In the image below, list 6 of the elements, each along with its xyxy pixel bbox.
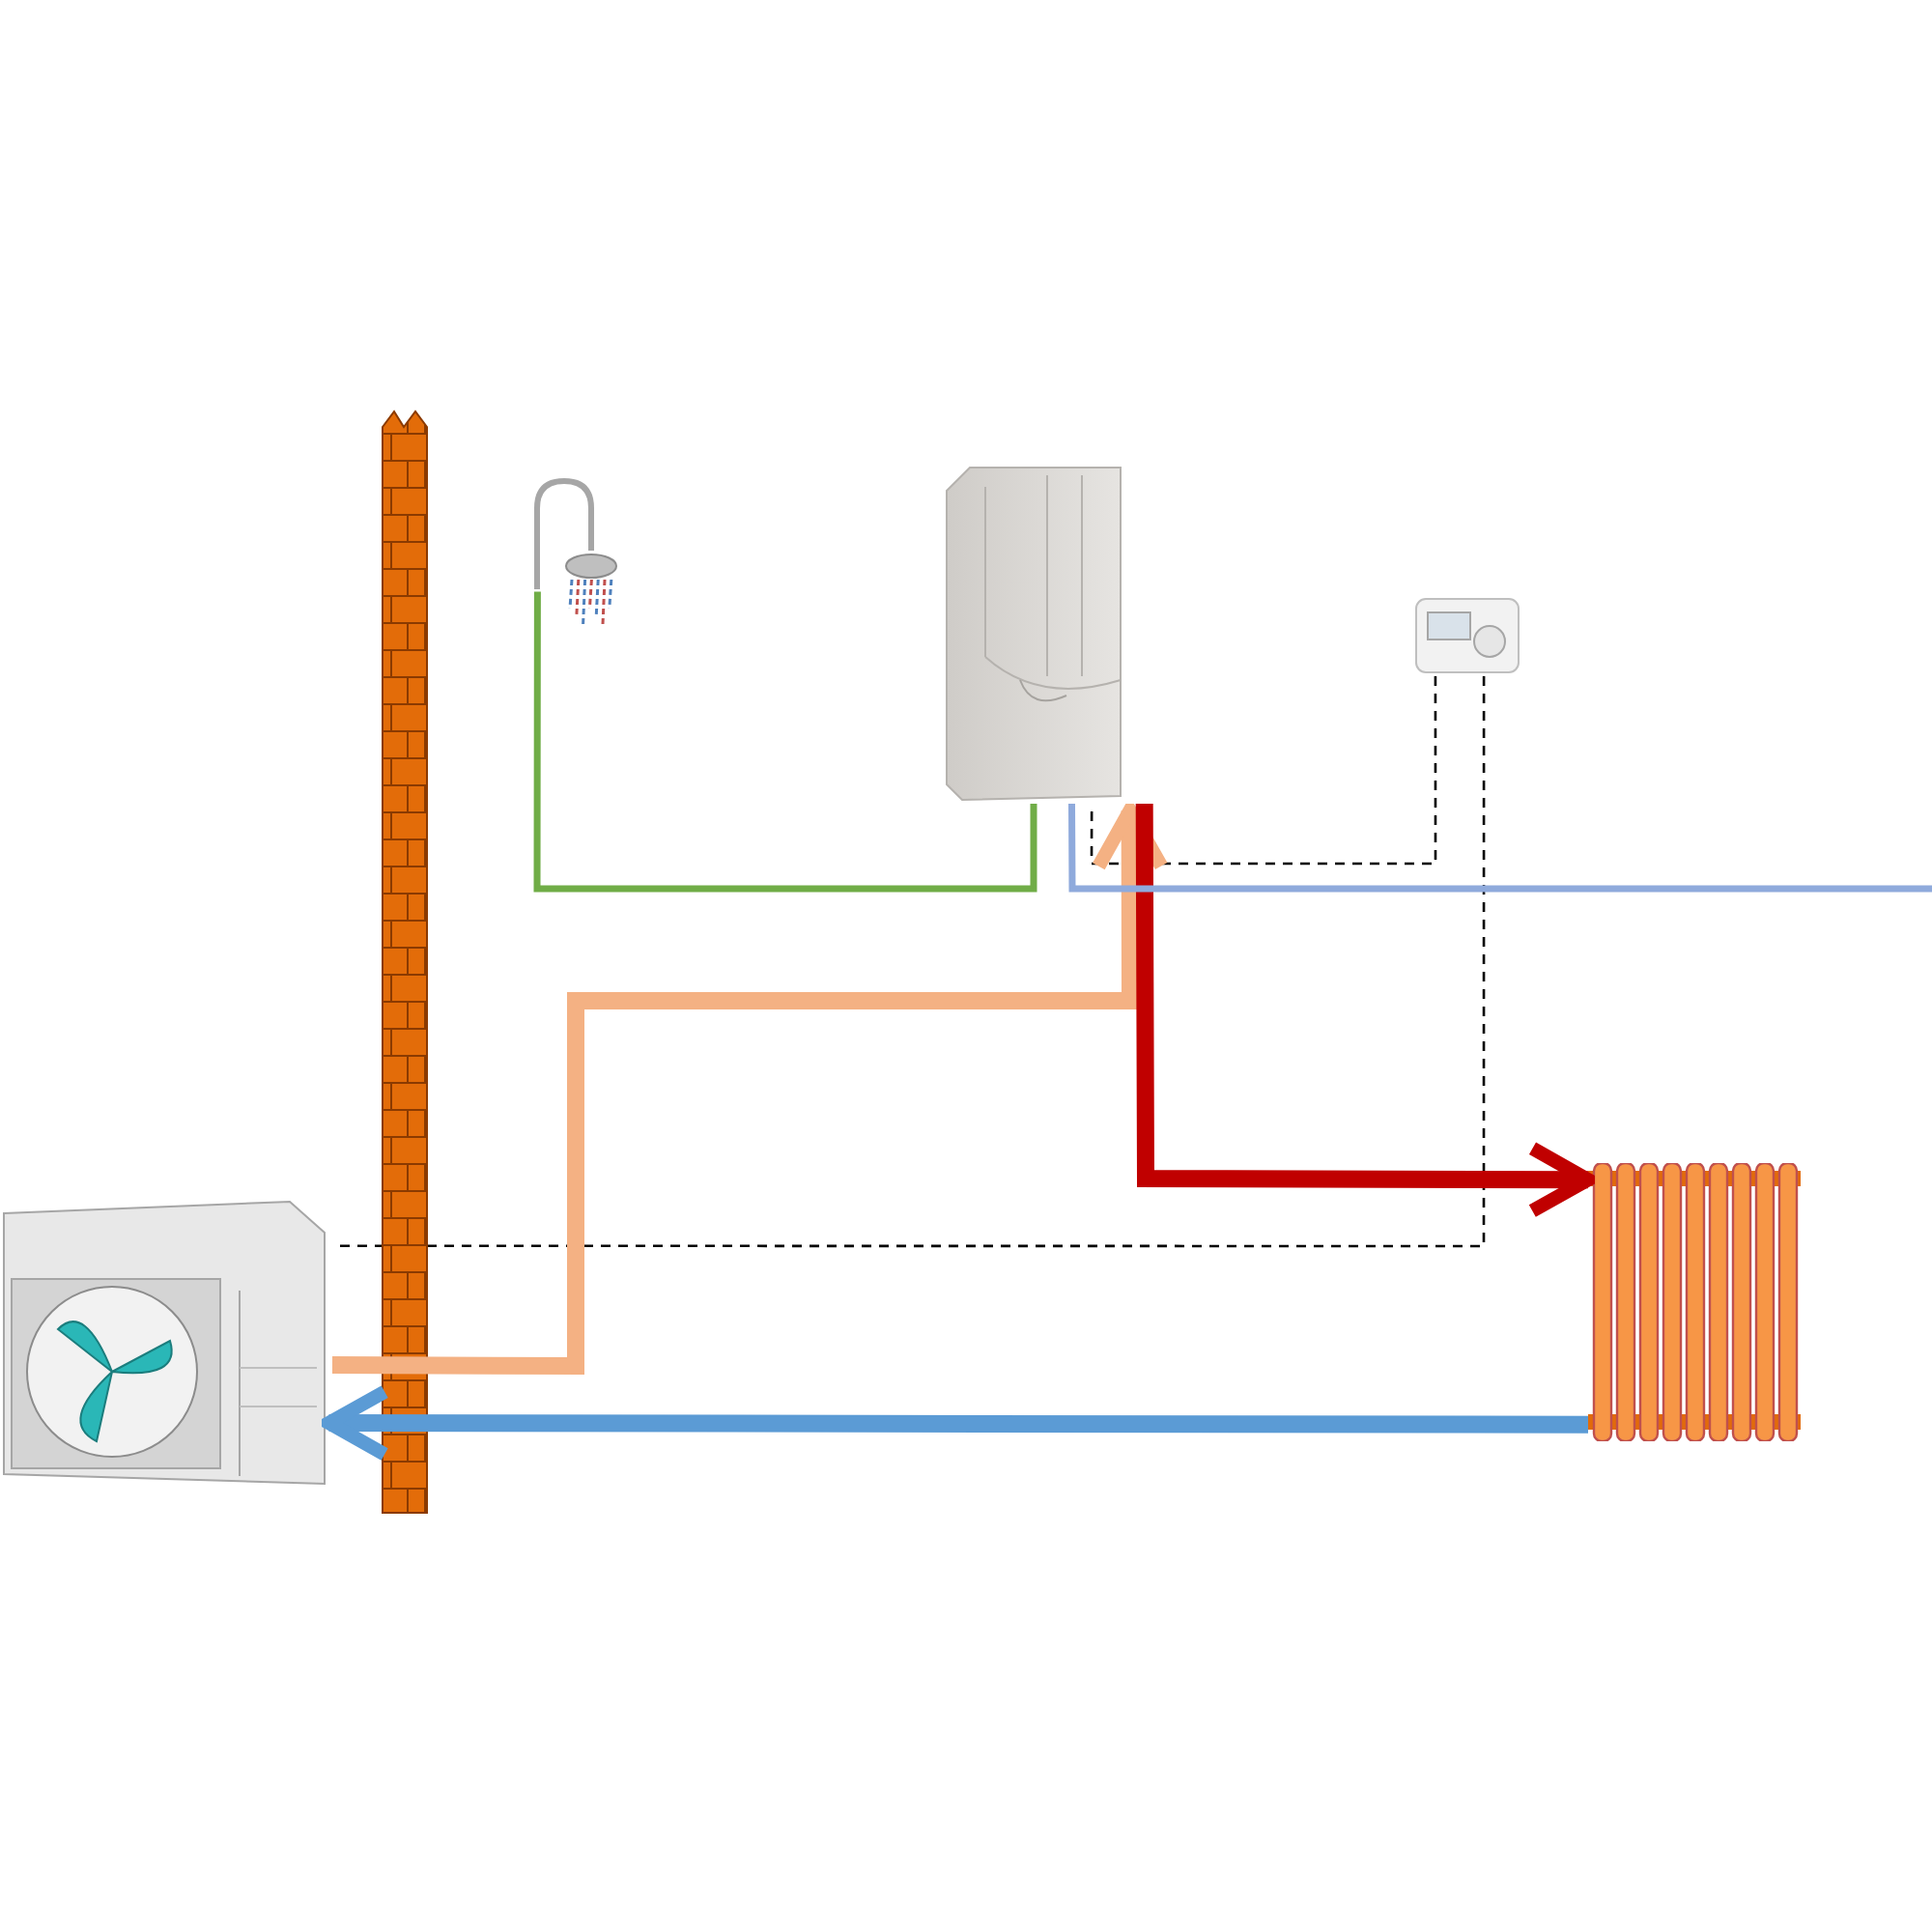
pipe-line [533, 591, 1037, 893]
pipe-arrow [1135, 803, 1596, 1218]
pipe-arrow [322, 1384, 1588, 1462]
control-wire [1090, 676, 1437, 866]
pipe-arrow [331, 803, 1169, 1376]
pipe-line [1068, 803, 1932, 893]
